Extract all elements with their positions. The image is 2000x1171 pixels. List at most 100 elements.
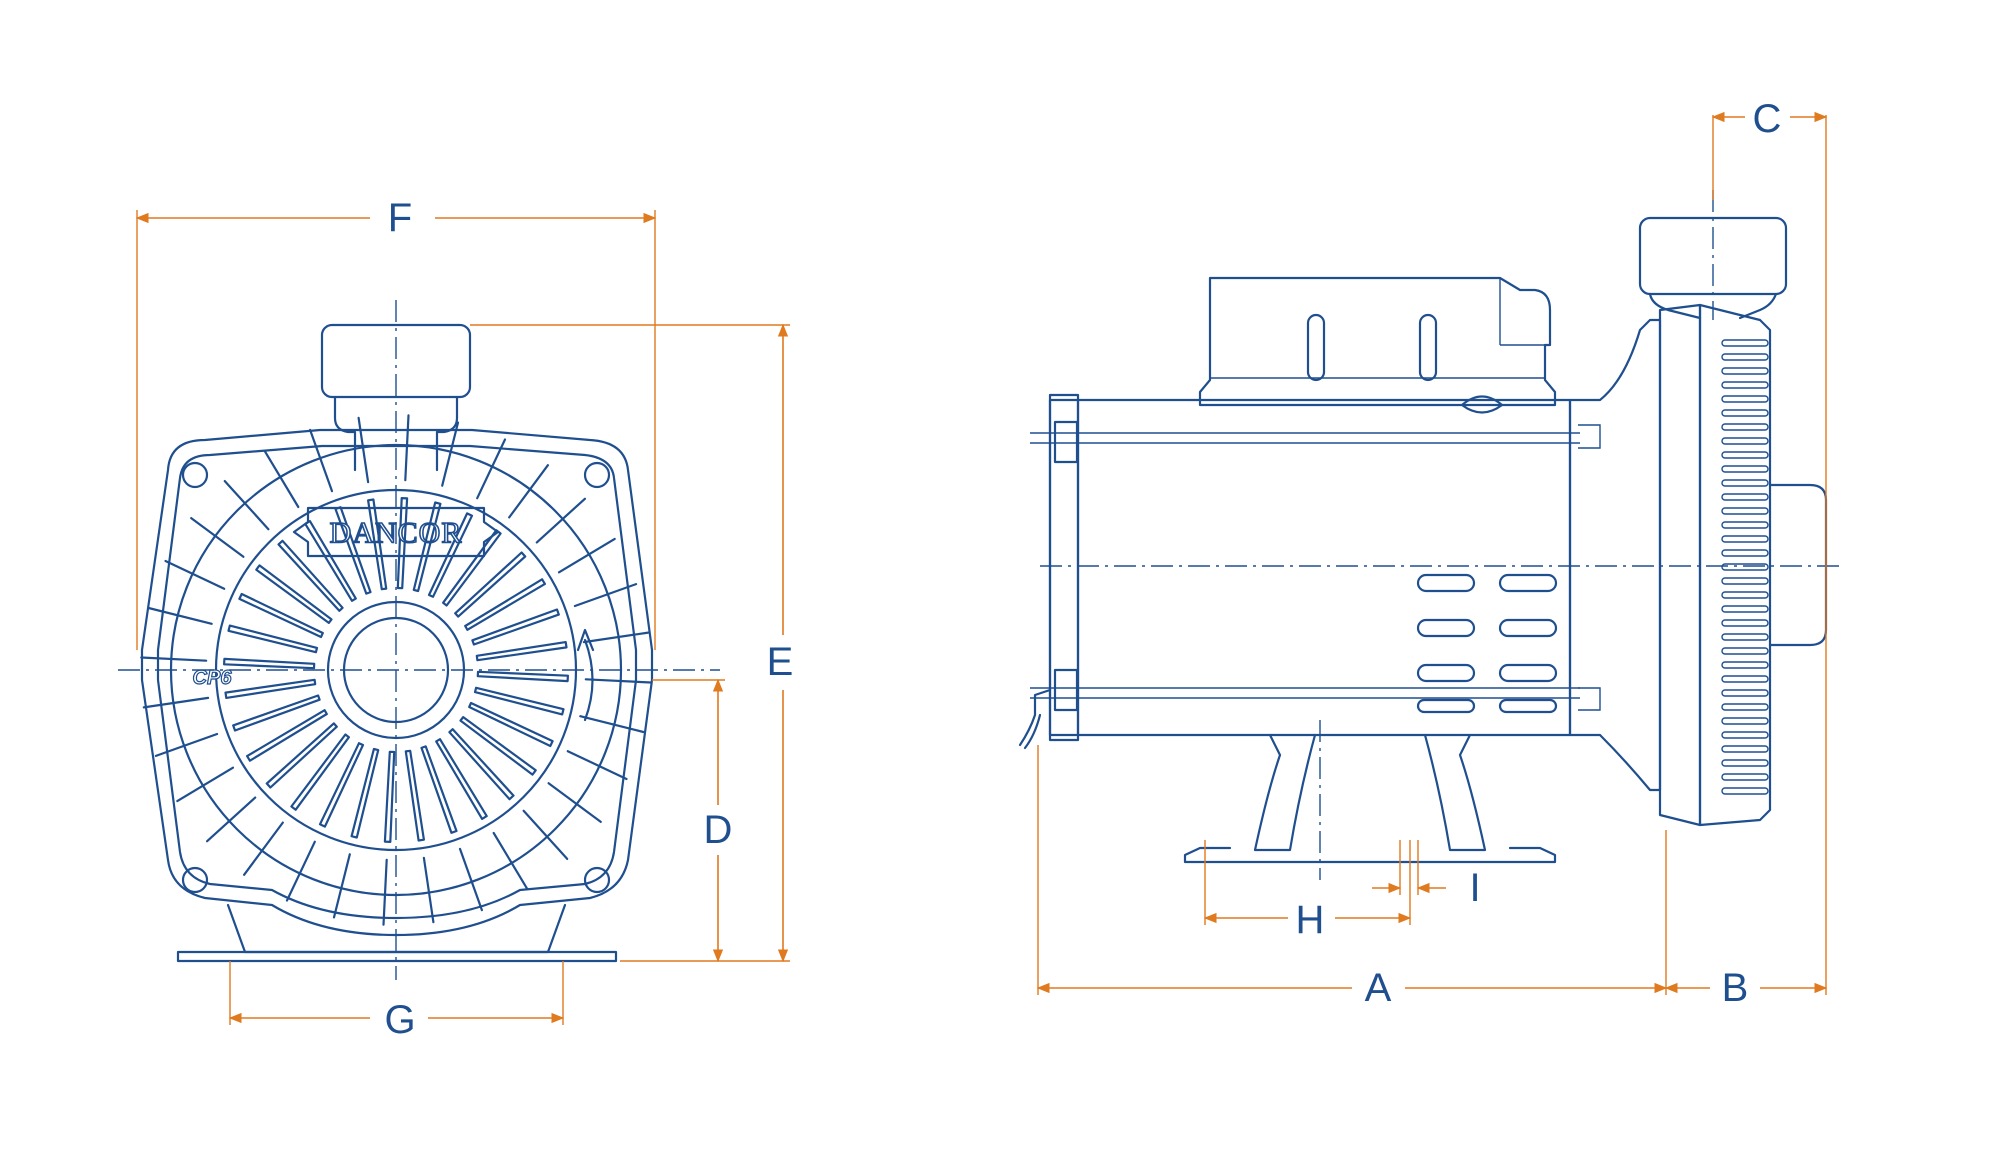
motor-body <box>1048 398 1572 737</box>
front-rib <box>435 738 488 820</box>
dimension-label-g: G <box>384 998 415 1042</box>
volute-fin <box>1721 731 1769 739</box>
bolt-hole-top-left <box>181 461 209 489</box>
volute-fin <box>1721 367 1769 375</box>
terminal-box <box>1198 276 1557 407</box>
volute-fin <box>1721 689 1769 697</box>
adapter-flange <box>1568 318 1662 792</box>
volute-fin <box>1721 395 1769 403</box>
front-rib <box>223 657 316 670</box>
volute-fin <box>1721 619 1769 627</box>
side-dimensions: C A B H I <box>1036 97 1828 1010</box>
front-outer-rib <box>285 840 316 902</box>
front-outer-rib <box>206 796 257 843</box>
front-outer-rib <box>573 582 638 608</box>
volute-fin <box>1721 675 1769 683</box>
volute-fin <box>1721 633 1769 641</box>
front-dimensions: F E D G <box>135 196 793 1042</box>
front-outer-rib <box>579 715 645 734</box>
front-rib <box>427 512 474 598</box>
front-rib <box>454 551 527 618</box>
front-outer-rib <box>332 853 351 919</box>
front-outer-rib <box>263 450 300 509</box>
front-radial-ribs <box>140 414 652 926</box>
volute-fin <box>1721 339 1769 347</box>
front-outer-rib <box>441 421 460 487</box>
front-rib <box>238 592 324 639</box>
bolt-hole-bottom-right <box>583 866 611 894</box>
tie-rod-nut-top <box>1053 420 1079 464</box>
volute-fin <box>1721 745 1769 753</box>
front-rib <box>442 529 502 607</box>
motor-vent-slots <box>1416 573 1558 714</box>
front-outer-rib <box>243 821 284 876</box>
front-outer-rib <box>382 858 388 926</box>
front-rib <box>473 686 565 716</box>
front-housing-outline <box>140 428 654 937</box>
model-text: CP6 <box>193 667 233 689</box>
front-outer-rib <box>176 766 235 803</box>
volute-fin <box>1721 717 1769 725</box>
side-foot-legs <box>1253 733 1487 852</box>
front-rib <box>246 709 328 762</box>
front-outer-rib <box>535 497 587 544</box>
volute-fin <box>1721 661 1769 669</box>
front-outer-rib <box>404 414 410 482</box>
front-outer-rib <box>190 516 245 558</box>
dimension-label-h: H <box>1296 898 1325 942</box>
volute-fin <box>1721 759 1769 767</box>
front-rib <box>290 733 350 811</box>
front-outer-rib <box>582 631 650 644</box>
front-outer-rib <box>309 428 334 493</box>
front-rib <box>412 501 442 593</box>
rotation-arrow-icon <box>576 628 595 722</box>
front-housing-inner <box>156 444 638 920</box>
front-outer-rib <box>458 847 483 912</box>
dimension-label-f: F <box>388 196 412 240</box>
volute-fin <box>1721 493 1769 501</box>
front-rib <box>232 694 321 732</box>
volute-fin <box>1721 479 1769 487</box>
inlet-nozzle <box>1768 483 1828 647</box>
volute-fin <box>1721 507 1769 515</box>
volute-fin <box>1721 563 1769 571</box>
volute-fin <box>1721 437 1769 445</box>
volute-fin <box>1721 451 1769 459</box>
volute-fin <box>1721 465 1769 473</box>
volute-fin <box>1721 409 1769 417</box>
front-rib <box>396 497 409 590</box>
front-rib <box>277 539 344 612</box>
front-rib <box>304 520 357 602</box>
bolt-hole-top-right <box>583 461 611 489</box>
volute-fin <box>1721 423 1769 431</box>
volute-fin <box>1721 703 1769 711</box>
dimension-label-i: I <box>1469 866 1480 910</box>
front-rib <box>265 722 338 789</box>
front-outer-rib <box>584 678 652 684</box>
brand-plate <box>292 506 500 558</box>
terminal-box-slot-right <box>1418 313 1438 382</box>
side-base-plate <box>1183 846 1557 864</box>
front-rib <box>420 745 458 834</box>
dimension-label-d: D <box>704 808 733 852</box>
volute-fin <box>1721 605 1769 613</box>
volute-fin <box>1721 535 1769 543</box>
front-outer-rib <box>508 464 550 519</box>
pump-seal-plate <box>1658 303 1702 827</box>
front-outer-rib <box>476 438 507 500</box>
volute-fin <box>1721 521 1769 529</box>
volute-fin <box>1721 381 1769 389</box>
front-outer-rib <box>147 606 213 625</box>
front-rib <box>227 624 319 654</box>
front-rib <box>471 608 560 646</box>
front-rib <box>476 670 569 683</box>
terminal-box-screw <box>1460 395 1504 414</box>
volute-fin <box>1721 787 1769 795</box>
volute-fin <box>1721 577 1769 585</box>
front-outer-rib <box>566 750 628 781</box>
front-rib <box>475 641 568 662</box>
front-rib <box>255 564 333 624</box>
front-rib <box>448 728 515 801</box>
front-outer-rib <box>547 782 602 824</box>
front-rib <box>468 701 554 748</box>
